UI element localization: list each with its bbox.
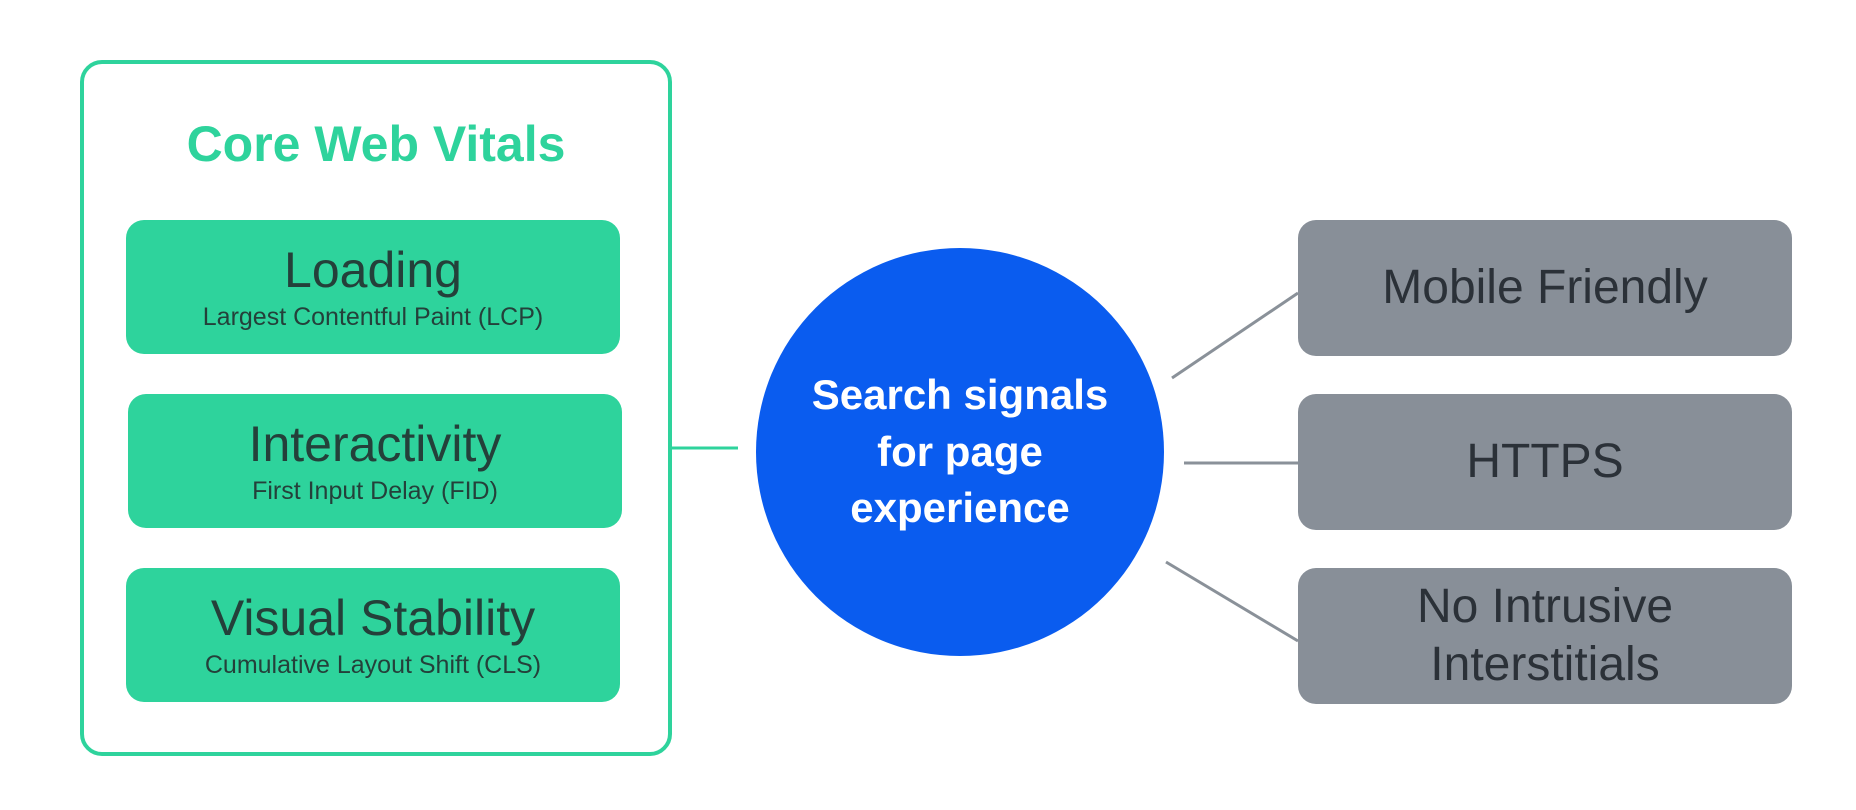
signal-mobile-friendly-label: Mobile Friendly	[1382, 261, 1708, 315]
signal-no-intrusive-interstitials: No Intrusive Interstitials	[1298, 568, 1792, 704]
metric-visual-stability-subtitle: Cumulative Layout Shift (CLS)	[204, 650, 542, 679]
hub-label: Search signals for page experience	[811, 370, 1109, 532]
signal-https: HTTPS	[1298, 394, 1792, 530]
metric-visual-stability: Visual Stability Cumulative Layout Shift…	[126, 568, 620, 702]
metric-interactivity: Interactivity First Input Delay (FID)	[128, 394, 622, 528]
metric-visual-stability-name: Visual Stability	[210, 589, 536, 646]
connector-hub-to-interstitials	[1165, 560, 1299, 643]
search-signals-hub: Search signals for page experience	[756, 248, 1164, 656]
metric-loading: Loading Largest Contentful Paint (LCP)	[126, 220, 620, 354]
metric-loading-subtitle: Largest Contentful Paint (LCP)	[202, 302, 544, 331]
metric-loading-name: Loading	[284, 241, 462, 298]
core-web-vitals-title: Core Web Vitals	[186, 116, 566, 172]
signal-mobile-friendly: Mobile Friendly	[1298, 220, 1792, 356]
signal-interstitials-label: No Intrusive Interstitials	[1416, 580, 1674, 691]
metric-interactivity-name: Interactivity	[248, 415, 502, 472]
connector-hub-to-mobile-friendly	[1171, 291, 1299, 380]
metric-interactivity-subtitle: First Input Delay (FID)	[252, 476, 498, 505]
signal-https-label: HTTPS	[1466, 435, 1624, 489]
